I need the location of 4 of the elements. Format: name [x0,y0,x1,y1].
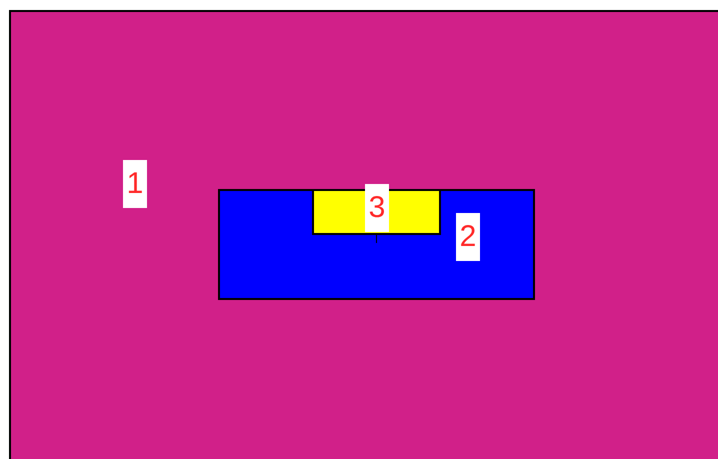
callout-number: 2 [456,213,480,261]
colored-region [9,10,718,459]
callout-number: 1 [123,160,147,208]
callout-number: 3 [365,184,389,232]
